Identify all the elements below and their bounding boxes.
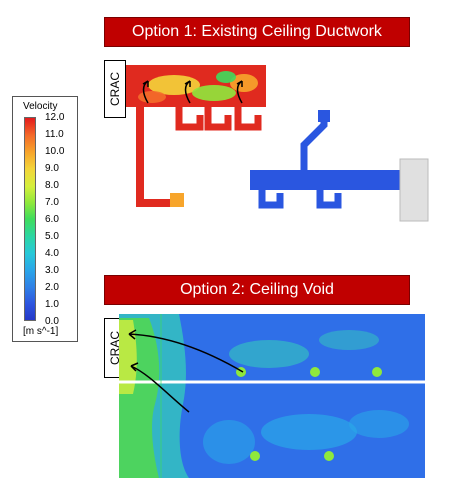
legend-tick: 12.0 (45, 112, 65, 123)
legend-tick: 10.0 (45, 146, 65, 157)
legend-title: Velocity (23, 101, 58, 112)
legend-tick: 7.0 (45, 197, 59, 208)
legend-tick: 1.0 (45, 299, 59, 310)
legend-tick: 5.0 (45, 231, 59, 242)
velocity-legend: Velocity 12.0 11.0 10.0 9.0 8.0 7.0 6.0 … (12, 96, 78, 342)
option1-banner: Option 1: Existing Ceiling Ductwork (104, 17, 410, 47)
legend-tick: 0.0 (45, 316, 59, 327)
legend-tick: 8.0 (45, 180, 59, 191)
velocity-color-scale (24, 117, 36, 321)
option1-ductwork-diagram (126, 65, 429, 222)
option1-high-velocity-duct (126, 65, 266, 207)
option1-low-velocity-duct (250, 110, 429, 222)
legend-tick: 2.0 (45, 282, 59, 293)
legend-tick: 9.0 (45, 163, 59, 174)
option2-airflow-arrows (128, 329, 244, 413)
legend-tick: 4.0 (45, 248, 59, 259)
option2-ceiling-void-diagram (119, 314, 425, 478)
option2-title: Option 2: Ceiling Void (180, 281, 334, 298)
legend-tick: 11.0 (45, 129, 64, 140)
legend-unit: [m s^-1] (23, 326, 59, 337)
legend-tick: 6.0 (45, 214, 59, 225)
legend-tick: 3.0 (45, 265, 59, 276)
option2-flow-field (119, 314, 409, 478)
crac-unit-option1: CRAC (104, 60, 126, 118)
option1-title: Option 1: Existing Ceiling Ductwork (132, 23, 382, 40)
option2-banner: Option 2: Ceiling Void (104, 275, 410, 305)
